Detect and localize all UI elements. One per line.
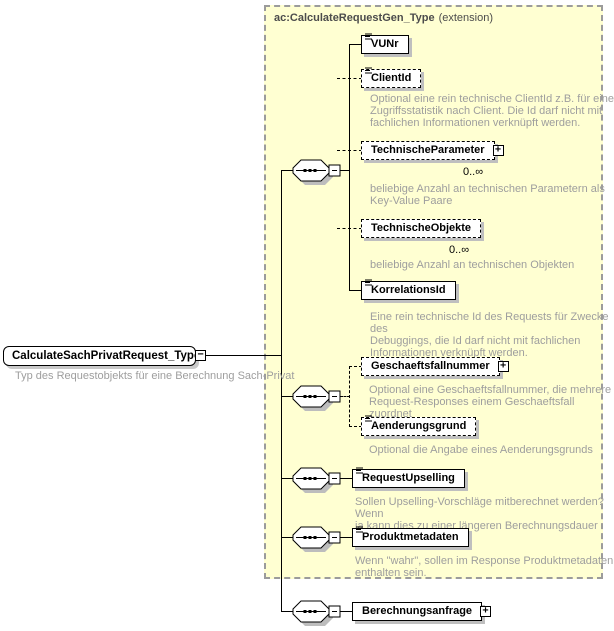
connector-bus1 — [349, 44, 350, 291]
occurrence-label: 0..∞ — [449, 244, 470, 256]
text-content-icon — [355, 525, 364, 533]
element-technische-objekte[interactable]: TechnischeObjekte — [361, 219, 482, 238]
element-produktmetadaten[interactable]: Produktmetadaten — [352, 525, 469, 547]
element-label: ClientId — [371, 72, 412, 84]
root-element-label: CalculateSachPrivatRequest_Type — [12, 350, 201, 362]
element-vunr[interactable]: VUNr — [361, 32, 409, 54]
occurrence-label: 0..∞ — [463, 166, 484, 178]
technische-parameter-annotation: beliebige Anzahl an technischen Paramete… — [370, 183, 605, 207]
connector-stub-clientid — [337, 78, 362, 79]
aenderungsgrund-annotation: Optional die Angabe eines Aenderungsgrun… — [369, 444, 593, 456]
connector-root-to-trunk — [206, 355, 281, 356]
element-aenderungsgrund[interactable]: Aenderungsgrund — [361, 414, 477, 436]
connector-branch-seq3 — [281, 478, 293, 479]
connector-stub-request-upselling — [340, 478, 353, 479]
connector-trunk — [281, 170, 282, 612]
expand-button[interactable]: + — [480, 606, 492, 617]
element-label: KorrelationsId — [371, 284, 446, 296]
element-label: RequestUpselling — [362, 472, 455, 484]
expand-button[interactable]: + — [497, 361, 509, 372]
geschaeftsfallnummer-annotation: Optional eine Geschaeftsfallnummer, die … — [369, 384, 612, 420]
connector-branch-seq1 — [281, 170, 293, 171]
element-berechnungsanfrage[interactable]: Berechnungsanfrage + — [352, 602, 492, 621]
element-label: Produktmetadaten — [362, 531, 459, 543]
connector-branch-seq5 — [281, 611, 293, 612]
connector-seq2-bus — [340, 396, 350, 397]
root-annotation: Typ des Requestobjekts für eine Berechnu… — [15, 370, 295, 382]
connector-stub-vunr — [349, 44, 362, 45]
connector-seq1-bus — [340, 170, 350, 171]
produktmetadaten-annotation: Wenn "wahr", sollen im Response Produktm… — [355, 555, 614, 579]
sequence-icon[interactable] — [292, 600, 344, 630]
connector-stub-berechnungsanfrage — [340, 611, 353, 612]
technische-objekte-annotation: beliebige Anzahl an technischen Objekten — [370, 259, 575, 271]
root-element-calculatesachprivatrequest[interactable]: CalculateSachPrivatRequest_Type — [3, 346, 200, 366]
element-clientid[interactable]: ClientId — [361, 66, 422, 88]
text-content-icon — [364, 32, 373, 40]
sequence-icon[interactable] — [292, 526, 344, 556]
element-label: TechnischeObjekte — [371, 222, 472, 234]
element-geschaeftsfallnummer[interactable]: Geschaeftsfallnummer + — [361, 357, 509, 376]
sequence-icon[interactable] — [292, 467, 344, 497]
connector-stub-technische-parameter — [337, 150, 362, 151]
connector-stub-aenderungsgrund — [349, 426, 362, 427]
connector-branch-seq4 — [281, 537, 293, 538]
connector-stub-produktmetadaten — [340, 537, 353, 538]
connector-stub-technische-objekte — [337, 228, 362, 229]
text-content-icon — [364, 278, 373, 286]
element-label: Berechnungsanfrage — [362, 605, 473, 617]
text-content-icon — [364, 414, 373, 422]
connector-bus2 — [349, 366, 350, 427]
element-label: Geschaeftsfallnummer — [371, 360, 490, 372]
element-request-upselling[interactable]: RequestUpselling — [352, 466, 465, 488]
expand-button[interactable]: + — [492, 145, 504, 156]
extension-suffix: (extension) — [438, 12, 493, 24]
connector-stub-korrelationsid — [349, 290, 362, 291]
connector-branch-seq2 — [281, 396, 293, 397]
sequence-icon[interactable] — [292, 159, 344, 189]
element-label: Aenderungsgrund — [371, 420, 467, 432]
element-label: VUNr — [371, 38, 399, 50]
extension-type-name: ac:CalculateRequestGen_Type — [274, 12, 435, 24]
element-label: TechnischeParameter — [371, 144, 485, 156]
text-content-icon — [364, 66, 373, 74]
text-content-icon — [355, 466, 364, 474]
element-korrelationsid[interactable]: KorrelationsId — [361, 278, 456, 300]
element-technische-parameter[interactable]: TechnischeParameter + — [361, 141, 504, 160]
korrelationsid-annotation: Eine rein technische Id des Requests für… — [370, 311, 609, 359]
sequence-icon[interactable] — [292, 385, 344, 415]
request-upselling-annotation: Sollen Upselling-Vorschläge mitberechnet… — [355, 496, 604, 544]
clientid-annotation: Optional eine rein technische ClientId z… — [370, 93, 614, 129]
extension-header: ac:CalculateRequestGen_Type(extension) — [274, 12, 493, 24]
collapse-button[interactable]: − — [195, 350, 206, 361]
connector-stub-geschaeftsfallnummer — [349, 366, 362, 367]
